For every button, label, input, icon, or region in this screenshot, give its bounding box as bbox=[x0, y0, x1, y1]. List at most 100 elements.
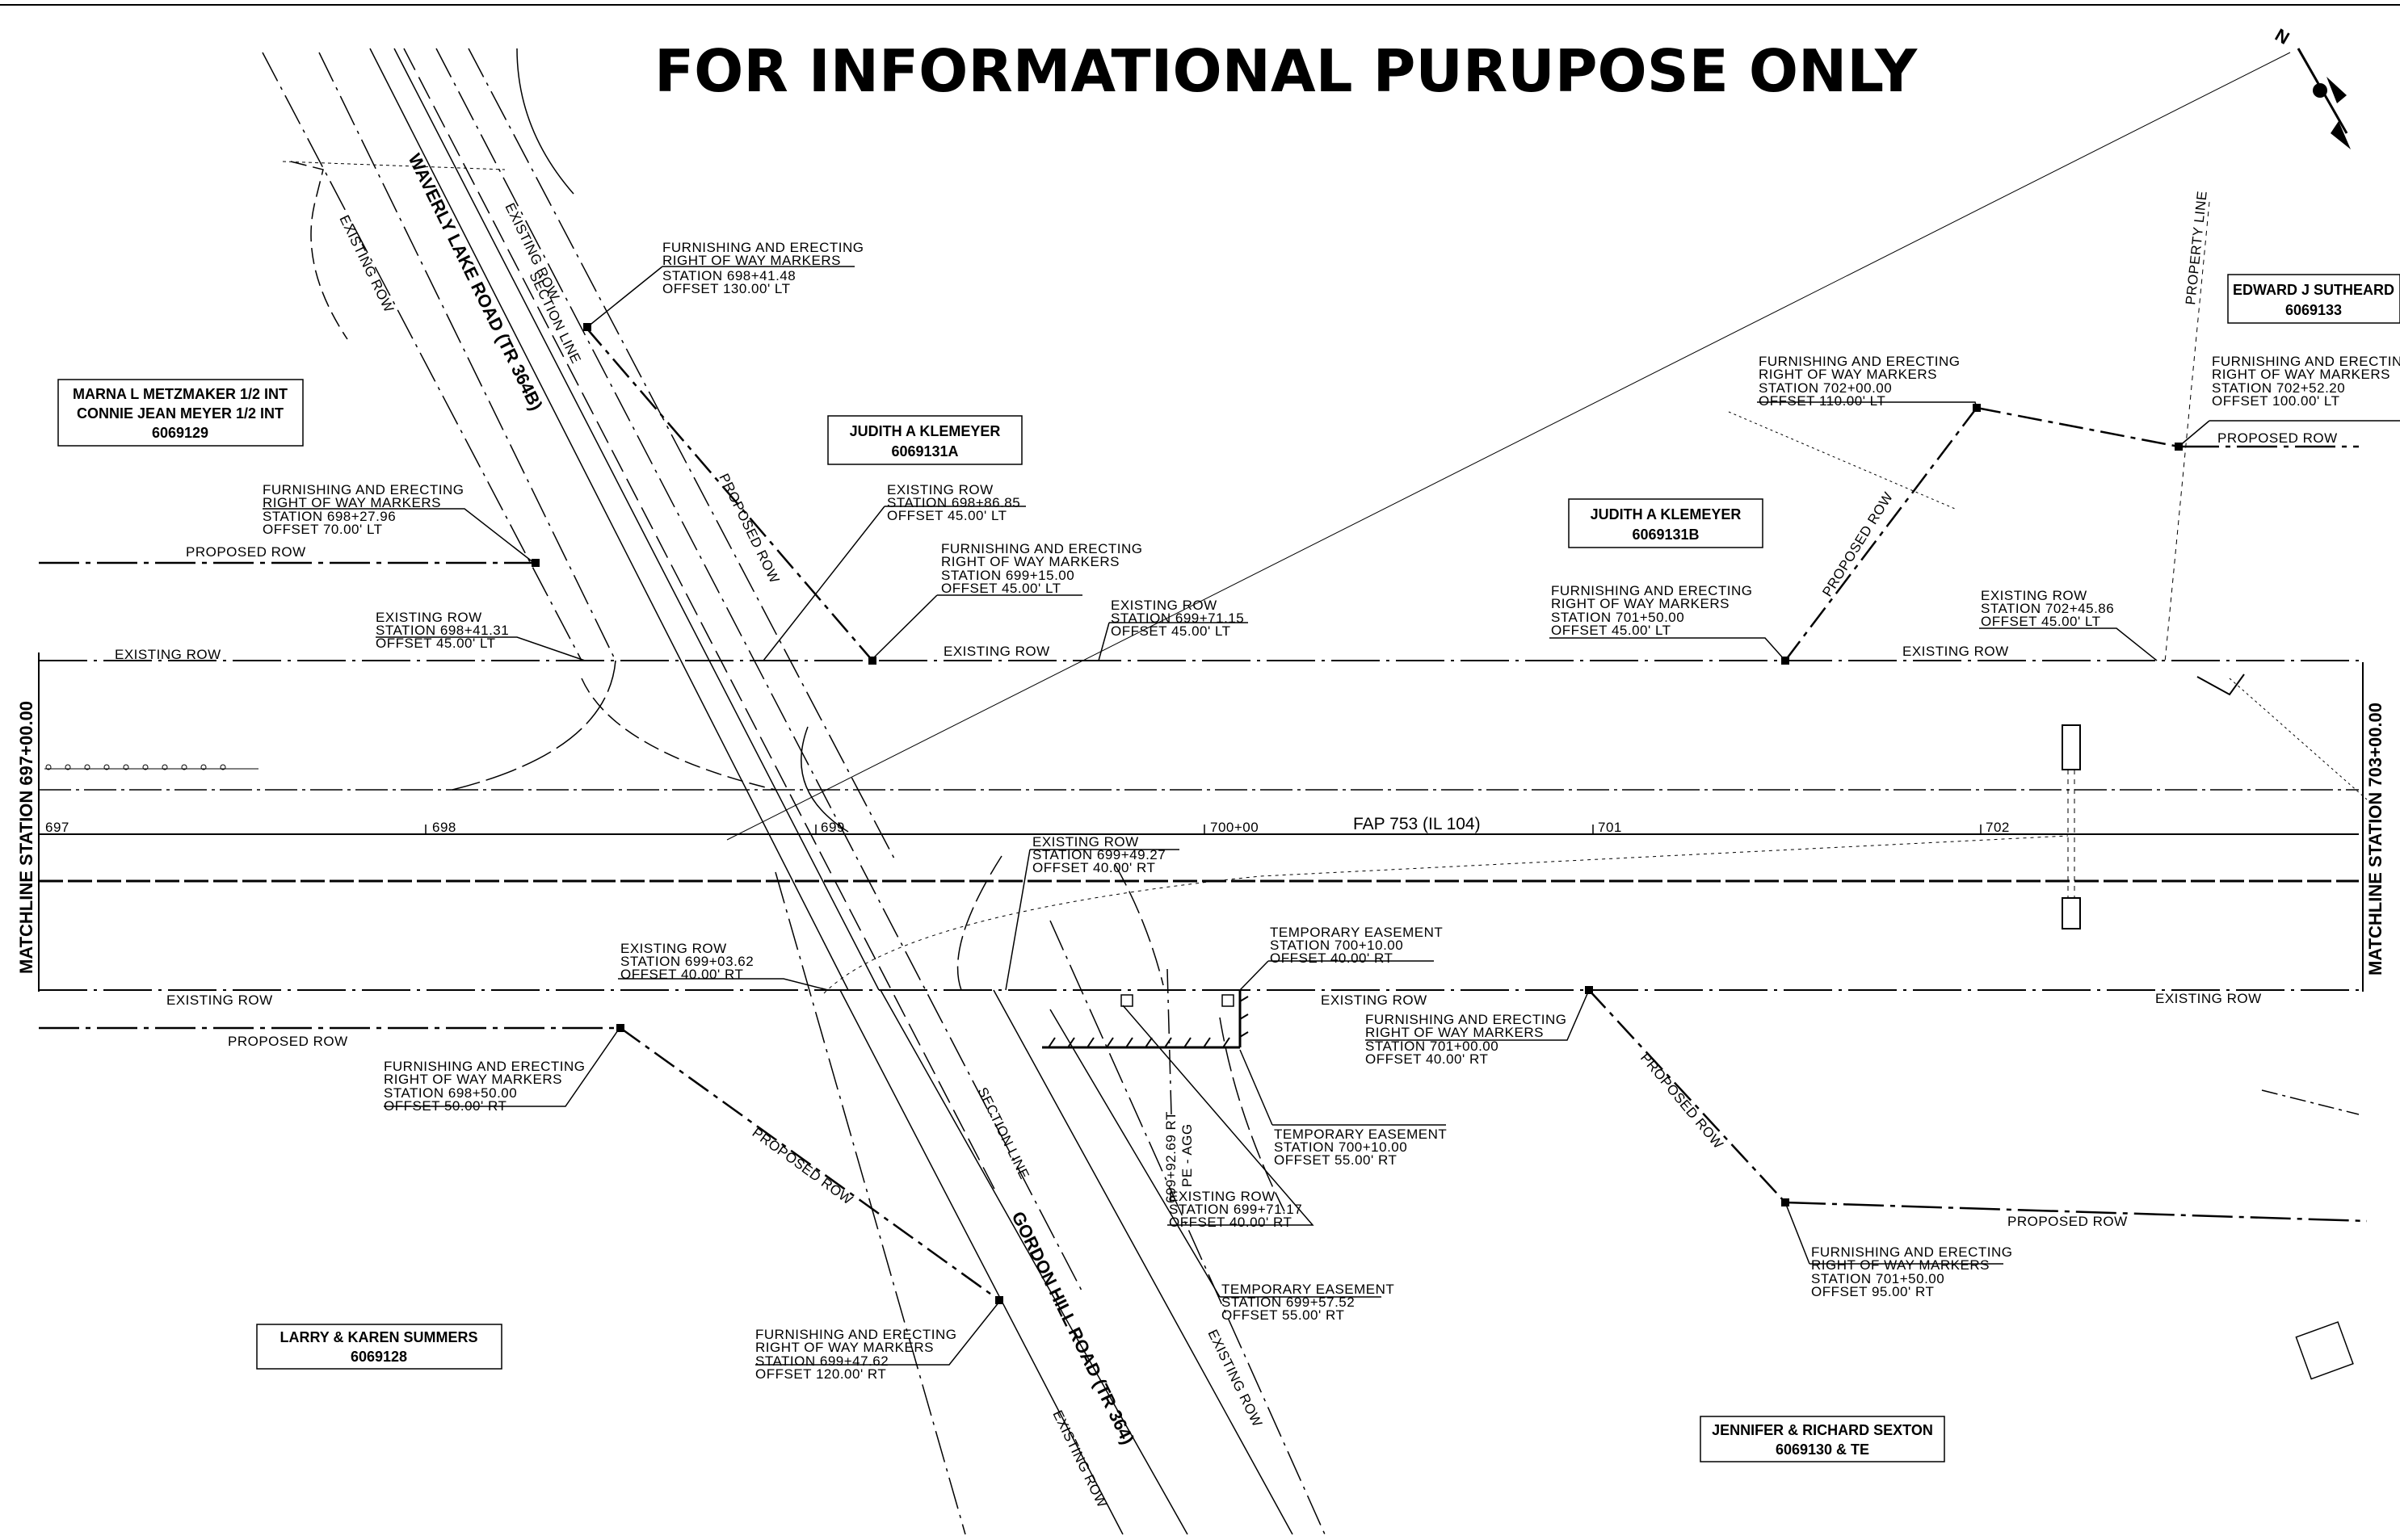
existing-row-label-lt-1: EXISTING ROW bbox=[115, 647, 221, 662]
callout-17-line3: STATION 699+71.17 bbox=[1169, 1202, 1302, 1217]
callout-7-line2: RIGHT OF WAY MARKERS bbox=[1759, 367, 1937, 382]
callout-13-line4: OFFSET 40.00' RT bbox=[1270, 950, 1393, 966]
callout-leaders bbox=[263, 266, 2400, 1366]
callout-1-line4: OFFSET 130.00' LT bbox=[662, 281, 791, 296]
callout-20-line2: RIGHT OF WAY MARKERS bbox=[1811, 1257, 1990, 1273]
owner-box-sexton: JENNIFER & RICHARD SEXTON 6069130 & TE bbox=[1700, 1416, 1945, 1462]
owner-parcel: 6069133 bbox=[2285, 302, 2342, 318]
callout-4-line3: STATION 698+86.85 bbox=[887, 495, 1020, 510]
callout-14-line2: RIGHT OF WAY MARKERS bbox=[1365, 1025, 1544, 1040]
callout-1-line2: RIGHT OF WAY MARKERS bbox=[662, 253, 841, 268]
callout-2-line3: STATION 698+27.96 bbox=[263, 509, 396, 524]
proposed-row-label-ne: PROPOSED ROW bbox=[1819, 489, 1896, 599]
owner-name: MARNA L METZMAKER 1/2 INT bbox=[73, 386, 288, 402]
callout-17-line1: EXISTING ROW bbox=[1169, 1189, 1276, 1204]
callout-19-line2: RIGHT OF WAY MARKERS bbox=[755, 1340, 934, 1355]
callout-20-line3: STATION 701+50.00 bbox=[1811, 1271, 1944, 1286]
callout-18-line4: OFFSET 55.00' RT bbox=[1221, 1307, 1344, 1323]
callout-9-line2: RIGHT OF WAY MARKERS bbox=[1551, 596, 1730, 611]
matchline-right-label: MATCHLINE STATION 703+00.00 bbox=[2365, 703, 2385, 976]
owner-name: JENNIFER & RICHARD SEXTON bbox=[1712, 1422, 1933, 1438]
callout-9-line3: STATION 701+50.00 bbox=[1551, 610, 1684, 625]
callout-19-line4: OFFSET 120.00' RT bbox=[755, 1366, 886, 1382]
proposed-row-label-lt-1: PROPOSED ROW bbox=[186, 544, 306, 560]
temporary-easement-hatch bbox=[1042, 990, 1249, 1049]
callout-5-line2: RIGHT OF WAY MARKERS bbox=[941, 554, 1120, 569]
callout-1-line3: STATION 698+41.48 bbox=[662, 268, 796, 283]
callout-1-line1: FURNISHING AND ERECTING bbox=[662, 240, 864, 255]
owner-parcel: 6069128 bbox=[351, 1349, 407, 1365]
callout-3-line4: OFFSET 45.00' LT bbox=[376, 636, 496, 651]
proposed-row-diag-waverly bbox=[585, 326, 873, 661]
owner-name: JUDITH A KLEMEYER bbox=[1591, 506, 1742, 522]
proposed-row-label-waverly: PROPOSED ROW bbox=[716, 471, 782, 585]
callout-4-line1: EXISTING ROW bbox=[887, 482, 994, 497]
callout-texts: FURNISHING AND ERECTING RIGHT OF WAY MAR… bbox=[263, 240, 2400, 1382]
callout-15-line2: RIGHT OF WAY MARKERS bbox=[384, 1072, 562, 1087]
owner-box-metzmaker: MARNA L METZMAKER 1/2 INT CONNIE JEAN ME… bbox=[57, 379, 304, 447]
existing-row-label-rt-2: EXISTING ROW bbox=[1321, 992, 1427, 1008]
existing-row-label-rt-3: EXISTING ROW bbox=[2155, 991, 2262, 1006]
owner-parcel: 6069131B bbox=[1632, 527, 1699, 543]
callout-8-line1: FURNISHING AND ERECTING bbox=[2212, 354, 2400, 369]
fence-dots bbox=[44, 764, 258, 770]
proposed-row-label-se: PROPOSED ROW bbox=[1637, 1050, 1726, 1152]
gordon-hill-road bbox=[775, 835, 2069, 1535]
existing-row-label-gordon-w: EXISTING ROW bbox=[1049, 1408, 1110, 1510]
callout-10-line1: EXISTING ROW bbox=[1981, 588, 2087, 603]
proposed-row-label-rt-2: PROPOSED ROW bbox=[2007, 1214, 2128, 1229]
waverly-lake-road bbox=[262, 48, 1083, 1293]
owner-box-klemeyer-b: JUDITH A KLEMEYER 6069131B bbox=[1568, 498, 1763, 548]
existing-row-label-lt-3: EXISTING ROW bbox=[1902, 644, 2009, 659]
callout-19-line1: FURNISHING AND ERECTING bbox=[755, 1327, 957, 1342]
owner-parcel: 6069130 & TE bbox=[1776, 1441, 1869, 1458]
callout-15-line1: FURNISHING AND ERECTING bbox=[384, 1059, 586, 1074]
callout-16-line3: STATION 700+10.00 bbox=[1274, 1139, 1407, 1155]
owner-parcel: 6069131A bbox=[891, 443, 958, 459]
callout-5-line1: FURNISHING AND ERECTING bbox=[941, 541, 1143, 556]
callout-4-line4: OFFSET 45.00' LT bbox=[887, 508, 1007, 523]
callout-8-line2: RIGHT OF WAY MARKERS bbox=[2212, 367, 2390, 382]
station-702: 702 bbox=[1986, 820, 2010, 835]
callout-16-line1: TEMPORARY EASEMENT bbox=[1274, 1127, 1447, 1142]
section-line-label-south: SECTION LINE bbox=[974, 1085, 1032, 1181]
gordon-road-label: GORDON HILL ROAD (TR 364) bbox=[1008, 1208, 1139, 1447]
callout-15-line3: STATION 698+50.00 bbox=[384, 1085, 517, 1101]
north-label: N bbox=[2272, 24, 2293, 48]
callout-2-line4: OFFSET 70.00' LT bbox=[263, 522, 383, 537]
callout-14-line4: OFFSET 40.00' RT bbox=[1365, 1051, 1488, 1067]
owner-box-sutheard: EDWARD J SUTHEARD 6069133 bbox=[2227, 274, 2400, 324]
station-ticks: 697 698 699 700+00 701 702 bbox=[45, 820, 2010, 835]
callout-20-line4: OFFSET 95.00' RT bbox=[1811, 1284, 1934, 1299]
pe-agg-label: 699+92.69 RT bbox=[1163, 1111, 1179, 1203]
owner-box-summers: LARRY & KAREN SUMMERS 6069128 bbox=[256, 1324, 502, 1370]
callout-9-line1: FURNISHING AND ERECTING bbox=[1551, 583, 1753, 598]
callout-20-line1: FURNISHING AND ERECTING bbox=[1811, 1244, 2013, 1260]
callout-14-line1: FURNISHING AND ERECTING bbox=[1365, 1012, 1567, 1027]
owner-box-klemeyer-a: JUDITH A KLEMEYER 6069131A bbox=[827, 415, 1023, 465]
property-line-label: PROPERTY LINE bbox=[2183, 190, 2210, 305]
existing-row-label-waverly-w: EXISTING ROW bbox=[336, 212, 397, 315]
callout-11-line3: STATION 699+49.27 bbox=[1032, 847, 1166, 862]
callout-12-line1: EXISTING ROW bbox=[620, 941, 727, 956]
owner-name-2: CONNIE JEAN MEYER 1/2 INT bbox=[77, 405, 284, 422]
existing-row-label-gordon-e: EXISTING ROW bbox=[1204, 1327, 1265, 1429]
callout-11-line4: OFFSET 40.00' RT bbox=[1032, 860, 1155, 875]
callout-8-line3: STATION 702+52.20 bbox=[2212, 380, 2345, 396]
callout-2-line1: FURNISHING AND ERECTING bbox=[263, 482, 464, 497]
proposed-row-label-sw: PROPOSED ROW bbox=[750, 1125, 855, 1208]
callout-6-line3: STATION 699+71.15 bbox=[1111, 611, 1244, 626]
station-697: 697 bbox=[45, 820, 69, 835]
route-label: FAP 753 (IL 104) bbox=[1353, 815, 1481, 833]
sheet-title: FOR INFORMATIONAL PURUPOSE ONLY bbox=[654, 37, 1918, 105]
callout-12-line3: STATION 699+03.62 bbox=[620, 954, 754, 969]
callout-18-line3: STATION 699+57.52 bbox=[1221, 1295, 1355, 1310]
callout-7-line3: STATION 702+00.00 bbox=[1759, 380, 1892, 396]
callout-13-line3: STATION 700+10.00 bbox=[1270, 938, 1403, 953]
matchline-left-label: MATCHLINE STATION 697+00.00 bbox=[16, 701, 36, 974]
callout-19-line3: STATION 699+47.62 bbox=[755, 1353, 889, 1369]
callout-13-line1: TEMPORARY EASEMENT bbox=[1270, 925, 1443, 940]
callout-18-line1: TEMPORARY EASEMENT bbox=[1221, 1282, 1394, 1297]
owner-name: JUDITH A KLEMEYER bbox=[850, 423, 1001, 439]
